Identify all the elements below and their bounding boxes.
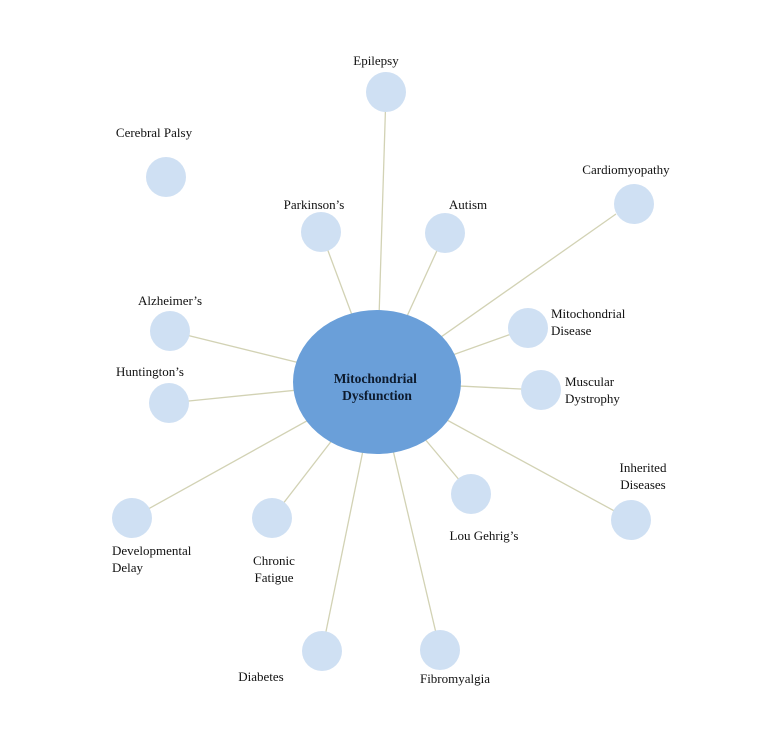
node-label-parkinsons: Parkinson’s (284, 197, 345, 212)
node-label-line: Dystrophy (565, 391, 620, 406)
node-circle-muscular-dystrophy (521, 370, 561, 410)
node-label-cardiomyopathy: Cardiomyopathy (582, 162, 670, 177)
node-label-line: Alzheimer’s (138, 293, 202, 308)
node-label-diabetes: Diabetes (238, 669, 283, 684)
node-label-epilepsy: Epilepsy (353, 53, 399, 68)
node-circle-alzheimers (150, 311, 190, 351)
node-circle-chronic-fatigue (252, 498, 292, 538)
node-label-line: Fatigue (255, 570, 294, 585)
center-label-line-2: Dysfunction (342, 388, 412, 403)
node-label-line: Diabetes (238, 669, 283, 684)
node-circle-developmental-delay (112, 498, 152, 538)
node-label-line: Lou Gehrig’s (450, 528, 519, 543)
node-label-line: Epilepsy (353, 53, 399, 68)
node-parkinsons: Parkinson’s (284, 197, 345, 252)
node-label-lou-gehrigs: Lou Gehrig’s (450, 528, 519, 543)
node-label-autism: Autism (449, 197, 487, 212)
node-label-line: Inherited (620, 460, 667, 475)
node-cardiomyopathy: Cardiomyopathy (582, 162, 670, 224)
node-circle-cerebral-palsy (146, 157, 186, 197)
node-label-line: Developmental (112, 543, 192, 558)
node-circle-autism (425, 213, 465, 253)
node-cerebral-palsy: Cerebral Palsy (116, 125, 193, 197)
center-circle (293, 310, 461, 454)
node-label-line: Huntington’s (116, 364, 184, 379)
node-label-line: Delay (112, 560, 144, 575)
node-label-line: Muscular (565, 374, 615, 389)
node-circle-epilepsy (366, 72, 406, 112)
node-label-huntingtons: Huntington’s (116, 364, 184, 379)
node-label-line: Mitochondrial (551, 306, 626, 321)
node-huntingtons: Huntington’s (116, 364, 189, 423)
center-node: Mitochondrial Dysfunction (293, 310, 461, 454)
node-label-line: Chronic (253, 553, 295, 568)
node-circle-lou-gehrigs (451, 474, 491, 514)
center-label-line-1: Mitochondrial (334, 371, 417, 386)
node-label-line: Fibromyalgia (420, 671, 490, 686)
node-label-fibromyalgia: Fibromyalgia (420, 671, 490, 686)
node-label-line: Diseases (620, 477, 666, 492)
node-diabetes: Diabetes (238, 631, 342, 684)
node-label-line: Disease (551, 323, 592, 338)
node-autism: Autism (425, 197, 487, 253)
node-alzheimers: Alzheimer’s (138, 293, 202, 351)
node-label-line: Autism (449, 197, 487, 212)
center-label: Mitochondrial Dysfunction (334, 371, 421, 403)
node-lou-gehrigs: Lou Gehrig’s (450, 474, 519, 543)
node-label-alzheimers: Alzheimer’s (138, 293, 202, 308)
node-label-cerebral-palsy: Cerebral Palsy (116, 125, 193, 140)
node-label-line: Cerebral Palsy (116, 125, 193, 140)
node-circle-diabetes (302, 631, 342, 671)
node-label-line: Parkinson’s (284, 197, 345, 212)
node-circle-inherited-diseases (611, 500, 651, 540)
node-circle-huntingtons (149, 383, 189, 423)
node-circle-mitochondrial-disease (508, 308, 548, 348)
node-circle-cardiomyopathy (614, 184, 654, 224)
node-label-line: Cardiomyopathy (582, 162, 670, 177)
node-fibromyalgia: Fibromyalgia (420, 630, 490, 686)
node-epilepsy: Epilepsy (353, 53, 406, 112)
node-circle-fibromyalgia (420, 630, 460, 670)
node-circle-parkinsons (301, 212, 341, 252)
